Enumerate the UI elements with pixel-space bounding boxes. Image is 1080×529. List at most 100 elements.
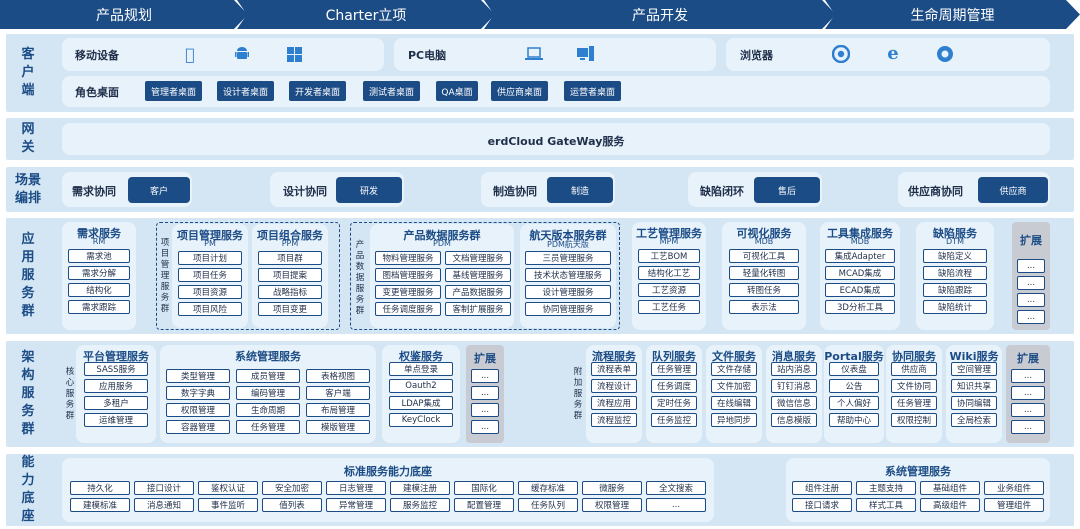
service-title: 扩展 (1020, 234, 1042, 247)
service-item: 微服务 (582, 481, 642, 495)
service-title: Portal服务 (824, 350, 884, 363)
service-title: 平台管理服务 (83, 350, 149, 363)
role-desktop-button[interactable]: 运营者桌面 (564, 81, 621, 101)
service-item: 权限管理 (166, 403, 230, 417)
scene-tag-button[interactable]: 制造 (547, 177, 613, 203)
scene-tag-button[interactable]: 客户 (128, 177, 190, 203)
service-title: 项目管理服务 (177, 229, 243, 242)
desktop-icon (576, 44, 596, 64)
service-item: 客户端 (306, 386, 370, 400)
scene-tag-button[interactable]: 售后 (754, 177, 820, 203)
pc-label: PC电脑 (408, 49, 447, 62)
service-item: 流程应用 (591, 396, 637, 410)
service-item: 物料管理服务 (375, 251, 441, 265)
service-item: ... (471, 369, 499, 383)
windows-icon (284, 44, 304, 64)
service-item: MCAD集成 (825, 266, 895, 280)
service-item: Oauth2 (389, 379, 453, 393)
service-item: 三员管理服务 (525, 251, 611, 265)
client-label: 客户端 (21, 47, 35, 98)
service-title: 协同服务 (892, 350, 936, 363)
service-item: 模版管理 (306, 420, 370, 434)
service-item: ... (1011, 420, 1045, 434)
service-title: 扩展 (1017, 352, 1039, 365)
mobile-panel (62, 38, 384, 71)
scene-name: 制造协同 (493, 185, 537, 198)
service-item: ... (1017, 293, 1045, 307)
service-item: 供应商 (891, 362, 937, 376)
scene-tag-button[interactable]: 研发 (336, 177, 402, 203)
service-item: 国际化 (454, 481, 514, 495)
service-item: SASS服务 (84, 362, 148, 376)
app-label: 应用服务群 (21, 232, 35, 319)
service-item: 流程设计 (591, 379, 637, 393)
service-item: 配置管理 (454, 498, 514, 512)
service-title: 工具集成服务 (827, 227, 893, 240)
service-item: 生命周期 (236, 403, 300, 417)
service-item: 个人偏好 (829, 396, 879, 410)
service-item: 在线编辑 (711, 396, 757, 410)
pm-group-label: 项目管理服务群 (160, 238, 170, 314)
service-item: ... (471, 386, 499, 400)
service-item: 成员管理 (236, 369, 300, 383)
service-title: 可视化服务 (736, 227, 792, 240)
service-item: 公告 (829, 379, 879, 393)
service-subtitle: DTM (946, 237, 964, 246)
roles-label: 角色桌面 (75, 86, 119, 99)
service-item: 需求跟踪 (68, 300, 130, 314)
mobile-label: 移动设备 (75, 49, 119, 62)
service-item: 接口请求 (792, 498, 852, 512)
service-item: 事件监听 (198, 498, 258, 512)
pdm-group (350, 222, 620, 330)
service-item: ... (1017, 310, 1045, 324)
role-desktop-button[interactable]: QA桌面 (436, 81, 478, 101)
service-item: 任务调度服务 (375, 302, 441, 316)
service-item: LDAP集成 (389, 396, 453, 410)
gateway-service: erdCloud GateWay服务 (487, 135, 625, 148)
scene-name: 需求协同 (72, 185, 116, 198)
service-item: 全文搜索 (646, 481, 706, 495)
role-desktop-button[interactable]: 供应商桌面 (491, 81, 548, 101)
service-item: 文件存储 (711, 362, 757, 376)
arch-label: 架构服务群 (21, 350, 35, 437)
role-desktop-button[interactable]: 开发者桌面 (289, 81, 346, 101)
service-item: 仪表盘 (829, 362, 879, 376)
service-item: 项目提案 (258, 268, 322, 282)
service-item: ... (1011, 403, 1045, 417)
service-item: 表示法 (729, 300, 799, 314)
service-item: 多租户 (84, 396, 148, 410)
scene-tag-button[interactable]: 供应商 (978, 177, 1048, 203)
service-item: 主题支持 (856, 481, 916, 495)
service-title: 系统管理服务 (235, 350, 301, 363)
service-title: 权鉴服务 (399, 350, 443, 363)
core-group-label: 核心服务群 (65, 367, 75, 421)
role-desktop-button[interactable]: 管理者桌面 (145, 81, 202, 101)
service-item: 编码管理 (236, 386, 300, 400)
service-item: 需求分解 (68, 266, 130, 280)
service-item: 空间管理 (951, 362, 997, 376)
service-item: 数字字典 (166, 386, 230, 400)
service-item: 定时任务 (651, 396, 697, 410)
service-item: 任务监控 (651, 413, 697, 427)
scene-label: 场景编排 (14, 172, 41, 206)
service-title: 流程服务 (592, 350, 636, 363)
service-item: ... (1011, 386, 1045, 400)
service-item: 项目变更 (258, 302, 322, 316)
service-item: ... (646, 498, 706, 512)
service-subtitle: MDB (754, 237, 774, 246)
role-desktop-button[interactable]: 设计者桌面 (217, 81, 274, 101)
phase-arrow: 产品开发 (484, 0, 836, 29)
service-item: 微信信息 (771, 396, 817, 410)
service-item: 接口设计 (134, 481, 194, 495)
service-item: 流程监控 (591, 413, 637, 427)
service-item: 缺陷定义 (923, 249, 987, 263)
android-icon (232, 44, 252, 64)
laptop-icon (524, 44, 544, 64)
role-desktop-button[interactable]: 测试者桌面 (363, 81, 420, 101)
service-item: 流程表单 (591, 362, 637, 376)
phase-arrow: 生命周期管理 (825, 0, 1080, 29)
phase-arrow: Charter立项 (237, 0, 495, 29)
service-item: ... (1017, 259, 1045, 273)
service-subtitle: RM (92, 237, 106, 246)
service-item: 应用服务 (84, 379, 148, 393)
